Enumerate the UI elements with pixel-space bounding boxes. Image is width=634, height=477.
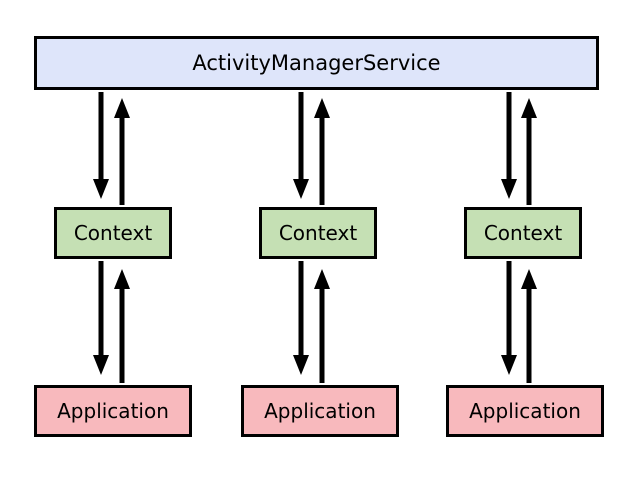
arrow-context-3-to-application-3: [501, 261, 517, 375]
node-context-2: Context: [259, 207, 377, 259]
arrow-context-2-to-ams: [314, 98, 330, 205]
node-application-3: Application: [446, 385, 604, 437]
arrow-context-3-to-ams: [521, 98, 537, 205]
arrow-context-1-to-application-1: [93, 261, 109, 375]
node-activity-manager-service: ActivityManagerService: [34, 36, 599, 90]
arrow-context-1-to-ams: [114, 98, 130, 205]
node-context-3: Context: [464, 207, 582, 259]
arrow-ams-to-context-3: [501, 92, 517, 199]
arrow-application-2-to-context-2: [314, 269, 330, 383]
node-label-application-2: Application: [264, 399, 376, 423]
node-label-application-1: Application: [57, 399, 169, 423]
arrow-context-2-to-application-2: [293, 261, 309, 375]
node-label-application-3: Application: [469, 399, 581, 423]
arrow-application-1-to-context-1: [114, 269, 130, 383]
node-label-context-2: Context: [278, 221, 358, 245]
arrow-application-3-to-context-3: [521, 269, 537, 383]
node-context-1: Context: [54, 207, 172, 259]
node-label-context-1: Context: [73, 221, 153, 245]
node-label-activity-manager-service: ActivityManagerService: [192, 50, 441, 75]
node-application-1: Application: [34, 385, 192, 437]
node-label-context-3: Context: [483, 221, 563, 245]
node-application-2: Application: [241, 385, 399, 437]
arrow-ams-to-context-2: [293, 92, 309, 199]
arrow-ams-to-context-1: [93, 92, 109, 199]
